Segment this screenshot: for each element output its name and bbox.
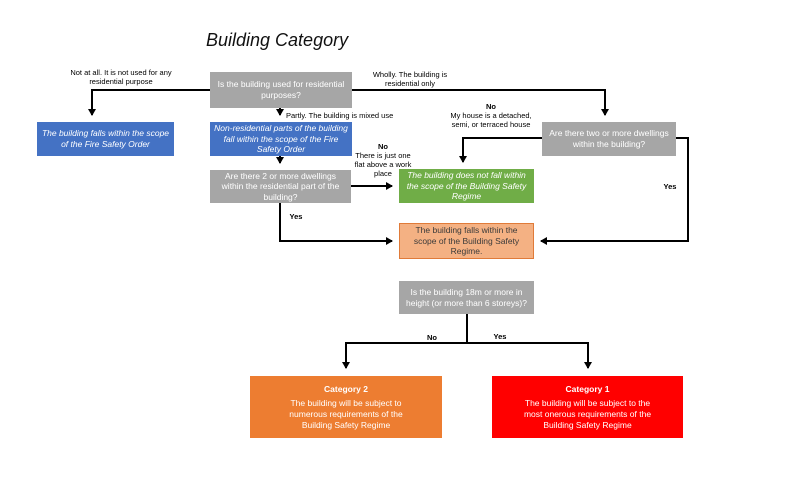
fire-safety-order-text: The building falls within the scope of t… — [41, 128, 170, 149]
arrow-yes-height — [467, 342, 592, 369]
question-height: Is the building 18m or more in height (o… — [399, 281, 534, 314]
label-yes-right: Yes — [660, 182, 680, 191]
arrow-wholly — [352, 89, 609, 116]
label-no-house-text: My house is a detached, semi, or terrace… — [450, 111, 532, 129]
not-in-scope-box: The building does not fall within the sc… — [399, 169, 534, 203]
question-two-dwellings-building: Are there two or more dwellings within t… — [542, 122, 676, 156]
arrow-no-height — [342, 342, 467, 369]
category-2-box: Category 2 The building will be subject … — [250, 376, 442, 438]
category-1-text: The building will be subject to the most… — [523, 398, 652, 430]
in-scope-box: The building falls within the scope of t… — [399, 223, 534, 259]
label-yes-height-text: Yes — [493, 332, 507, 341]
label-yes-left: Yes — [286, 212, 306, 221]
label-yes-left-text: Yes — [289, 212, 303, 221]
label-not-at-all: Not at all. It is not used for any resid… — [70, 68, 172, 86]
label-no-height: No — [422, 333, 442, 342]
in-scope-text: The building falls within the scope of t… — [413, 225, 520, 257]
diagram-title: Building Category — [206, 30, 349, 50]
label-no-house: No My house is a detached, semi, or terr… — [446, 102, 536, 129]
arrow-yes-right — [540, 137, 689, 245]
not-in-scope-text: The building does not fall within the sc… — [406, 170, 527, 202]
label-wholly: Wholly. The building is residential only — [372, 70, 448, 88]
label-no-house-title: No — [486, 102, 496, 111]
question-two-dwellings-building-text: Are there two or more dwellings within t… — [549, 128, 669, 149]
question-two-dwellings-residential-part: Are there 2 or more dwellings within the… — [210, 170, 351, 203]
arrow-yes-left — [279, 203, 393, 245]
question-residential-purposes: Is the building used for residential pur… — [210, 72, 352, 108]
label-no-flat: No There is just one flat above a work p… — [352, 142, 414, 178]
category-1-title: Category 1 — [565, 383, 610, 394]
category-2-text: The building will be subject to numerous… — [289, 398, 403, 430]
question-two-dwellings-residential-part-text: Are there 2 or more dwellings within the… — [221, 170, 340, 202]
arrow-not-at-all — [88, 89, 210, 116]
label-no-flat-title: No — [378, 142, 388, 151]
arrow-no-house — [459, 137, 542, 163]
label-no-height-text: No — [427, 333, 437, 342]
category-2-title: Category 2 — [324, 383, 368, 394]
label-yes-right-text: Yes — [663, 182, 677, 191]
question-height-text: Is the building 18m or more in height (o… — [406, 286, 527, 308]
nonresidential-parts-text: Non-residential parts of the building fa… — [214, 123, 348, 155]
fire-safety-order-box: The building falls within the scope of t… — [37, 122, 174, 156]
label-no-flat-text: There is just one flat above a work plac… — [354, 151, 412, 178]
label-yes-height: Yes — [490, 332, 510, 341]
label-partly: Partly. The building is mixed use — [286, 111, 394, 120]
category-1-box: Category 1 The building will be subject … — [492, 376, 683, 438]
question-residential-purposes-text: Is the building used for residential pur… — [217, 79, 345, 100]
nonresidential-parts-box: Non-residential parts of the building fa… — [210, 122, 352, 156]
